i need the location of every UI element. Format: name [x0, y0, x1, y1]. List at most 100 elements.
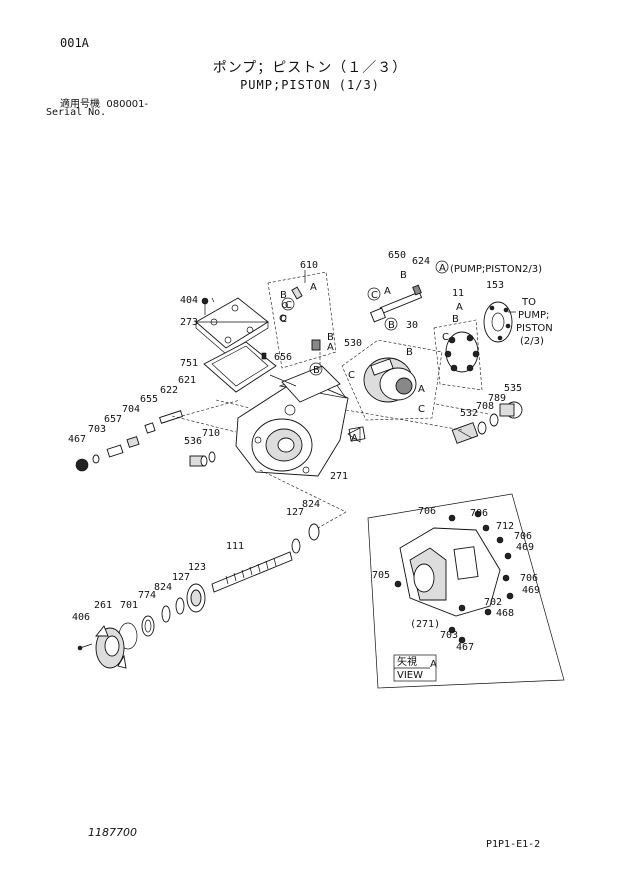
view-label-703: 703 [440, 630, 458, 641]
callout-a-ref: A [439, 263, 446, 274]
part-label-610: 610 [300, 260, 318, 271]
callout-c-650: C [371, 290, 378, 301]
page-reference: P1P1-E1-2 [486, 839, 541, 850]
callout-b-610: B [280, 290, 287, 301]
title-english: PUMP;PISTON (1/3) [240, 78, 380, 92]
callout-b-530: B [388, 320, 395, 331]
view-label-705: 705 [372, 570, 390, 581]
part-label-774: 774 [138, 590, 156, 601]
shaft-650 [369, 284, 423, 323]
part-label-703: 703 [88, 424, 106, 435]
callout-a-650: A [384, 286, 391, 297]
part-label-650: 650 [388, 250, 406, 261]
part-label-710: 710 [202, 428, 220, 439]
callout-a-body: A [351, 433, 358, 444]
view-label-467: 467 [456, 642, 474, 653]
shaft-111 [211, 551, 293, 593]
cover-plate-273 [195, 297, 269, 355]
view-label-jp: 矢視 [397, 655, 417, 668]
drawing-number: 1187700 [88, 826, 137, 839]
title-japanese: ポンプ；ピストン（１／３） [212, 60, 408, 76]
callout-c-11: C [442, 332, 449, 343]
serial-label-japanese: 適用号機 080001- [60, 95, 148, 110]
callout-a-530: A [418, 384, 425, 395]
callouts: B C C B A A B C A B A B A B C B C A C A [280, 260, 463, 444]
callout-c-610b: C [280, 314, 287, 325]
part-label-701: 701 [120, 600, 138, 611]
part-labels: 610 650 624 11 153 404 273 751 656 530 3… [68, 250, 522, 623]
callout-c-530: C [348, 370, 355, 381]
view-a-inset: 706 706 712 706 469 705 706 469 702 468 … [367, 493, 565, 689]
part-label-467: 467 [68, 434, 86, 445]
ring-127-lower [175, 597, 185, 615]
view-label-271: (271) [410, 619, 440, 630]
oring-789 [489, 413, 499, 427]
serial-label-jp-text: 適用号機 [60, 99, 100, 110]
flange-261 [95, 625, 127, 669]
part-label-535: 535 [504, 383, 522, 394]
swash-plate-530 [341, 339, 443, 421]
callout-b-610b: B [327, 332, 334, 343]
view-label-702: 702 [484, 597, 502, 608]
cylinder-block-11 [433, 319, 483, 391]
ref-pump-piston-2-3: (PUMP;PISTON2/3) [450, 264, 542, 275]
ref-to-piston: PISTON [516, 323, 553, 334]
view-label-469-a: 469 [516, 542, 534, 553]
callout-b-650: B [400, 270, 407, 281]
part-label-657: 657 [104, 414, 122, 425]
part-label-621: 621 [178, 375, 196, 386]
fitting-chain-left [75, 410, 183, 472]
part-label-530: 530 [344, 338, 362, 349]
group-610 [267, 270, 337, 369]
callout-b-530b: B [406, 347, 413, 358]
view-a-frame [367, 493, 565, 689]
callout-c-610: C [285, 300, 292, 311]
page-code: 001A [60, 36, 89, 50]
part-label-11: 11 [452, 288, 464, 299]
ring-127-upper [291, 538, 301, 554]
plug-536 [189, 451, 216, 467]
ring-824-upper [308, 523, 320, 541]
serial-value: 080001- [106, 99, 149, 110]
callout-a-610: A [310, 282, 317, 293]
part-label-261: 261 [94, 600, 112, 611]
callout-a-11: A [456, 302, 463, 313]
part-label-824-lower: 824 [154, 582, 172, 593]
valve-plate-153 [483, 301, 513, 343]
seal-774 [141, 615, 155, 637]
spline-532 [451, 422, 479, 444]
ref-to-part: (2/3) [520, 336, 544, 347]
view-label-706-a: 706 [418, 506, 436, 517]
ring-824-lower [161, 605, 171, 623]
part-label-406: 406 [72, 612, 90, 623]
serial-label-english: Serial No. [46, 107, 107, 118]
view-label-706-b: 706 [470, 508, 488, 519]
view-label-en: VIEW [397, 670, 423, 681]
part-label-153: 153 [486, 280, 504, 291]
part-label-127-lower: 127 [172, 572, 190, 583]
view-label-706-c: 706 [514, 531, 532, 542]
ref-to-pump: PUMP; [518, 310, 549, 321]
callout-b-11: B [452, 314, 459, 325]
part-label-656: 656 [274, 352, 292, 363]
leader-lines [171, 297, 489, 529]
part-label-624: 624 [412, 256, 430, 267]
view-label-469-b: 469 [522, 585, 540, 596]
callout-c-530b: C [418, 404, 425, 415]
callout-a-610b: A [327, 342, 334, 353]
part-label-123: 123 [188, 562, 206, 573]
part-label-404: 404 [180, 295, 198, 306]
part-label-824-upper: 824 [302, 499, 320, 510]
reference-notes: (PUMP;PISTON2/3) TO PUMP; PISTON (2/3) [450, 264, 553, 347]
view-label-712: 712 [496, 521, 514, 532]
view-label-468: 468 [496, 608, 514, 619]
part-label-111: 111 [226, 541, 244, 552]
gasket-751 [203, 341, 277, 393]
part-label-655: 655 [140, 394, 158, 405]
ref-to: TO [521, 297, 536, 308]
pump-body-271 [235, 365, 366, 477]
part-label-708: 708 [476, 401, 494, 412]
part-label-271: 271 [330, 471, 348, 482]
part-label-536: 536 [184, 436, 202, 447]
callout-b-body: B [313, 365, 320, 376]
